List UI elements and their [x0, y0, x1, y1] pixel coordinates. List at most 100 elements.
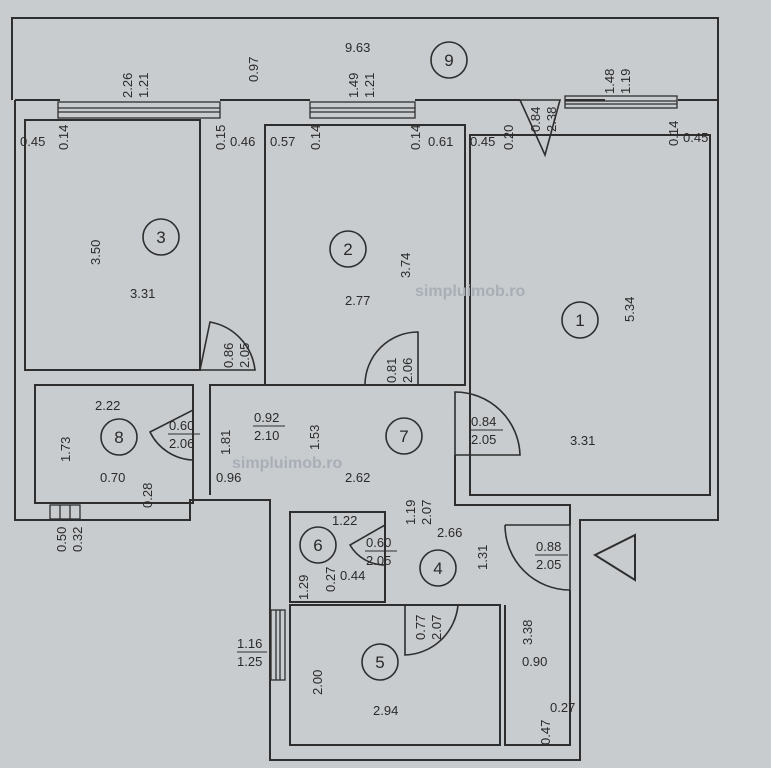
door-label-room-3: 0.86 2.05 — [221, 343, 252, 368]
room-marker-7 — [385, 417, 423, 455]
svg-text:1.19: 1.19 — [403, 500, 418, 525]
exterior-wall — [14, 99, 719, 761]
svg-text:0.84: 0.84 — [528, 107, 543, 132]
segment-dim: 0.44 — [340, 568, 365, 583]
room-5-length: 2.00 — [310, 670, 325, 695]
room-number-1: 1 — [575, 311, 584, 330]
door-label-room-5: 0.77 2.07 — [413, 615, 444, 640]
window-label-room-5: 1.16 1.25 — [237, 636, 267, 669]
room-7-length: 1.53 — [307, 425, 322, 450]
hall-wall — [454, 455, 571, 525]
svg-text:0.81: 0.81 — [384, 358, 399, 383]
svg-text:1.19: 1.19 — [618, 69, 633, 94]
room-5-outline — [289, 604, 501, 746]
svg-text:0.32: 0.32 — [70, 527, 85, 552]
door-entrance — [504, 524, 571, 591]
room-number-9: 9 — [444, 51, 453, 70]
svg-text:1.21: 1.21 — [362, 73, 377, 98]
segment-dim: 0.96 — [216, 470, 241, 485]
svg-text:0.77: 0.77 — [413, 615, 428, 640]
door-label-room-2: 0.81 2.06 — [384, 358, 415, 383]
segment-dim: 0.20 — [501, 125, 516, 150]
svg-text:0.84: 0.84 — [471, 414, 496, 429]
svg-text:2.05: 2.05 — [366, 553, 391, 568]
segment-dim: 0.45 — [20, 134, 45, 149]
segment-dim: 0.70 — [100, 470, 125, 485]
svg-text:1.48: 1.48 — [602, 69, 617, 94]
svg-text:1.16: 1.16 — [237, 636, 262, 651]
segment-dim: 1.81 — [218, 430, 233, 455]
room-3-length: 3.50 — [88, 240, 103, 265]
segment-dim: 0.27 — [550, 700, 575, 715]
window-room-2 — [309, 101, 416, 119]
door-label-room-4: 1.19 2.07 — [403, 500, 434, 525]
room-1-length: 5.34 — [622, 297, 637, 322]
room-9-depth: 0.97 — [246, 57, 261, 82]
svg-text:1.21: 1.21 — [136, 73, 151, 98]
segment-dim: 0.46 — [230, 134, 255, 149]
room-number-4: 4 — [433, 559, 442, 578]
door-label-room-8: 0.60 2.06 — [168, 418, 200, 451]
door-label-hall: 0.92 2.10 — [253, 410, 285, 443]
segment-dim: 0.27 — [323, 567, 338, 592]
room-number-7: 7 — [399, 427, 408, 446]
room-number-6: 6 — [313, 536, 322, 555]
segment-dim: 0.45 — [683, 130, 708, 145]
room-number-5: 5 — [375, 653, 384, 672]
door-room-2 — [364, 331, 419, 386]
door-label-balcony: 0.84 2.38 — [528, 107, 559, 132]
segment-dim: 0.28 — [140, 483, 155, 508]
segment-dim: 0.14 — [408, 125, 423, 150]
room-1-outline — [469, 134, 711, 496]
window-label-room-8: 0.50 0.32 — [54, 527, 85, 552]
door-balcony — [518, 99, 562, 158]
svg-text:2.07: 2.07 — [429, 615, 444, 640]
segment-dim: 0.61 — [428, 134, 453, 149]
segment-dim: 0.57 — [270, 134, 295, 149]
svg-text:2.06: 2.06 — [169, 436, 194, 451]
door-room-5 — [404, 604, 459, 656]
room-marker-6 — [299, 526, 337, 564]
svg-text:2.26: 2.26 — [120, 73, 135, 98]
room-number-3: 3 — [156, 228, 165, 247]
segment-dim: 0.14 — [666, 121, 681, 146]
room-marker-1 — [561, 301, 599, 339]
room-6-width: 1.22 — [332, 513, 357, 528]
window-room-5 — [270, 609, 286, 681]
room-3-outline — [24, 119, 201, 371]
window-label-room-2: 1.49 1.21 — [346, 73, 377, 98]
room-marker-3 — [142, 218, 180, 256]
watermark: simpluimob.ro — [232, 455, 342, 472]
room-1-width: 3.31 — [570, 433, 595, 448]
window-label-room-3: 2.26 1.21 — [120, 73, 151, 98]
svg-text:2.38: 2.38 — [544, 107, 559, 132]
hall-wall-b — [209, 384, 265, 495]
room-marker-4 — [419, 549, 457, 587]
room-7-width: 2.62 — [345, 470, 370, 485]
segment-dim: 0.15 — [213, 125, 228, 150]
room-8-width: 2.22 — [95, 398, 120, 413]
room-6-length: 1.29 — [296, 575, 311, 600]
room-3-width: 3.31 — [130, 286, 155, 301]
room-marker-5 — [361, 643, 399, 681]
corridor-wall — [504, 590, 571, 746]
segment-dim: 0.14 — [308, 125, 323, 150]
window-room-1 — [564, 95, 678, 109]
window-room-8 — [49, 504, 81, 520]
door-room-1 — [454, 391, 521, 456]
door-label-entrance: 0.88 2.05 — [535, 539, 568, 572]
room-marker-2 — [329, 230, 367, 268]
door-label-room-1: 0.84 2.05 — [470, 414, 503, 447]
svg-text:0.50: 0.50 — [54, 527, 69, 552]
segment-dim: 0.90 — [522, 654, 547, 669]
watermark: simpluimob.ro — [415, 283, 525, 300]
window-label-room-1: 1.48 1.19 — [602, 69, 633, 94]
room-8-length: 1.73 — [58, 437, 73, 462]
svg-text:2.05: 2.05 — [471, 432, 496, 447]
svg-text:1.49: 1.49 — [346, 73, 361, 98]
svg-text:2.07: 2.07 — [419, 500, 434, 525]
segment-dim: 3.38 — [520, 620, 535, 645]
room-number-8: 8 — [114, 428, 123, 447]
svg-text:2.05: 2.05 — [536, 557, 561, 572]
